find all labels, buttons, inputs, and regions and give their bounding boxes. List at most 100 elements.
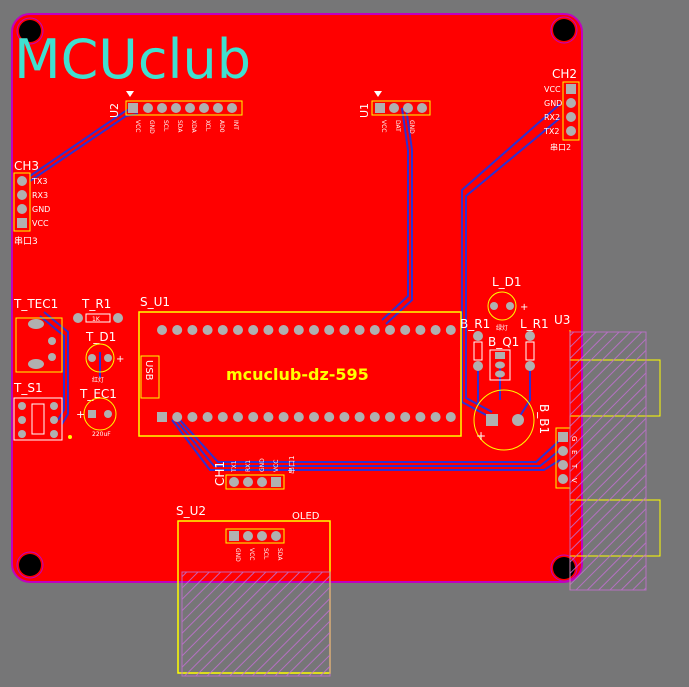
ch2-pin-2: GND [544,99,562,108]
s-u1-top-pads [157,325,456,335]
s-u1-pad [430,412,441,422]
s-u1-pad [233,325,243,335]
s-u1-pad [157,325,167,335]
ch2-connector[interactable]: CH2 VCC GND RX2 TX2 串口2 [543,67,580,152]
ch3-pin-1: TX3 [31,177,47,186]
board-name-label: mcuclub-dz-595 [226,365,369,384]
s-u1-pad [187,325,198,335]
t-r1-value: 1K [92,316,101,323]
s-u1-pad [400,325,411,335]
s-u1-pad [415,412,426,422]
s-u1-pad [293,325,304,335]
b-b1-buzzer[interactable]: + B_B1 [473,389,551,451]
svg-text:+: + [76,408,85,421]
s-u1-pad [445,412,456,422]
u2-header[interactable]: U2 VCC GND SCL SDA XDA XCL AD0 INT [108,91,243,134]
usb-label: USB [143,360,154,381]
s-u1-pad [339,412,350,422]
l-r1-label: L_R1 [520,317,549,331]
t-tec1-component[interactable]: T_TEC1 [13,297,63,373]
ch1-pin-1: TX1 [231,460,238,473]
s-u1-pad [369,412,380,422]
u2-pin-7: AD0 [218,120,225,133]
s-u1-pad [385,412,395,422]
ch2-sub-label: 串口2 [550,143,571,152]
s-u1-pad [187,412,198,422]
t-d1-value: 红灯 [92,376,104,384]
s-u1-label: S_U1 [140,295,170,309]
l-d1-led[interactable]: L_D1 + 绿灯 [487,275,528,332]
s-u1-pad [263,412,274,422]
t-r1-resistor[interactable]: T_R1 1K [73,297,123,323]
u2-pin-2: GND [148,120,155,134]
ch3-pin-4: VCC [32,219,49,228]
s-u1-pad [400,412,411,422]
u3-pin-2: E [570,450,578,454]
s-u1-pad [172,325,183,335]
b-q1-label: B_Q1 [488,335,519,349]
svg-text:+: + [476,429,486,443]
u3-module[interactable]: U3 G E T V [554,313,661,591]
s-u1-pad [217,412,228,422]
mounting-hole-bottom-left [16,551,44,579]
s-u2-pin-1: GND [234,548,241,562]
s-u1-pad [354,325,365,335]
s-u2-pin-4: SDA [276,548,283,561]
l-d1-label: L_D1 [492,275,522,289]
s-u2-label: S_U2 [176,504,206,518]
ch2-pin-4: TX2 [543,127,559,136]
t-d1-label: T_D1 [85,330,116,344]
b-q1-transistor[interactable]: B_Q1 [488,335,519,381]
s-u1-pad [324,412,335,422]
l-r1-resistor[interactable]: L_R1 [520,317,549,371]
b-r1-resistor[interactable]: B_R1 [460,317,490,371]
s-u2-oled[interactable]: S_U2 OLED GND VCC SCL SDA [176,504,331,677]
s-u1-pad [248,325,259,335]
ch2-pads [566,84,576,136]
ch3-pin-2: RX3 [32,191,48,200]
s-u1-pad [430,325,441,335]
u2-pin-4: SDA [176,120,183,133]
u2-pin-3: SCL [162,120,169,132]
svg-text:+: + [116,354,124,365]
u1-label: U1 [358,103,371,118]
u3-pin-1: G [570,436,578,441]
ch1-connector[interactable]: CH1 TX1 RX1 GND VCC 串口1 [213,456,296,490]
ch2-pin-3: RX2 [544,113,560,122]
svg-text:+: + [520,302,528,313]
logo-text: MCUclub [14,28,251,91]
s-u2-pads [229,531,281,541]
u1-header[interactable]: U1 VCC DAT GND [358,91,431,134]
ch3-label: CH3 [14,159,39,173]
t-tec1-label: T_TEC1 [13,297,58,311]
s-u1-pad [309,325,319,335]
u1-pin-3: GND [408,120,415,134]
mounting-hole-top-right [550,16,578,44]
s-u1-module[interactable]: S_U1 USB mcuclub-dz-595 [138,295,462,437]
s-u1-pad [339,325,350,335]
t-s1-switch[interactable]: T_S1 [13,381,72,441]
s-u1-pad [324,325,335,335]
s-u1-pad [415,325,426,335]
s-u1-pad [278,325,289,335]
ch3-pads [17,176,27,228]
ch1-label: CH1 [213,461,227,486]
l-d1-value: 绿灯 [496,324,508,332]
ch3-connector[interactable]: CH3 TX3 RX3 GND VCC 串口3 [13,159,50,247]
ch1-pin-3: GND [259,458,266,472]
t-s1-label: T_S1 [13,381,43,395]
t-d1-led[interactable]: T_D1 + 红灯 [85,330,124,384]
t-ec1-capacitor[interactable]: T_EC1 + 220uF [76,387,117,438]
s-u1-pad [263,325,274,335]
u2-label: U2 [108,103,121,118]
s-u1-pad [202,325,213,335]
ch2-pin-1: VCC [544,85,561,94]
ch1-pin-2: RX1 [245,460,252,472]
ch3-pin-3: GND [32,205,50,214]
s-u1-pad [248,412,259,422]
s-u1-pad [278,412,289,422]
u1-pin-2: DAT [394,120,401,132]
u2-pin-6: XCL [204,120,211,132]
t-r1-label: T_R1 [81,297,111,311]
